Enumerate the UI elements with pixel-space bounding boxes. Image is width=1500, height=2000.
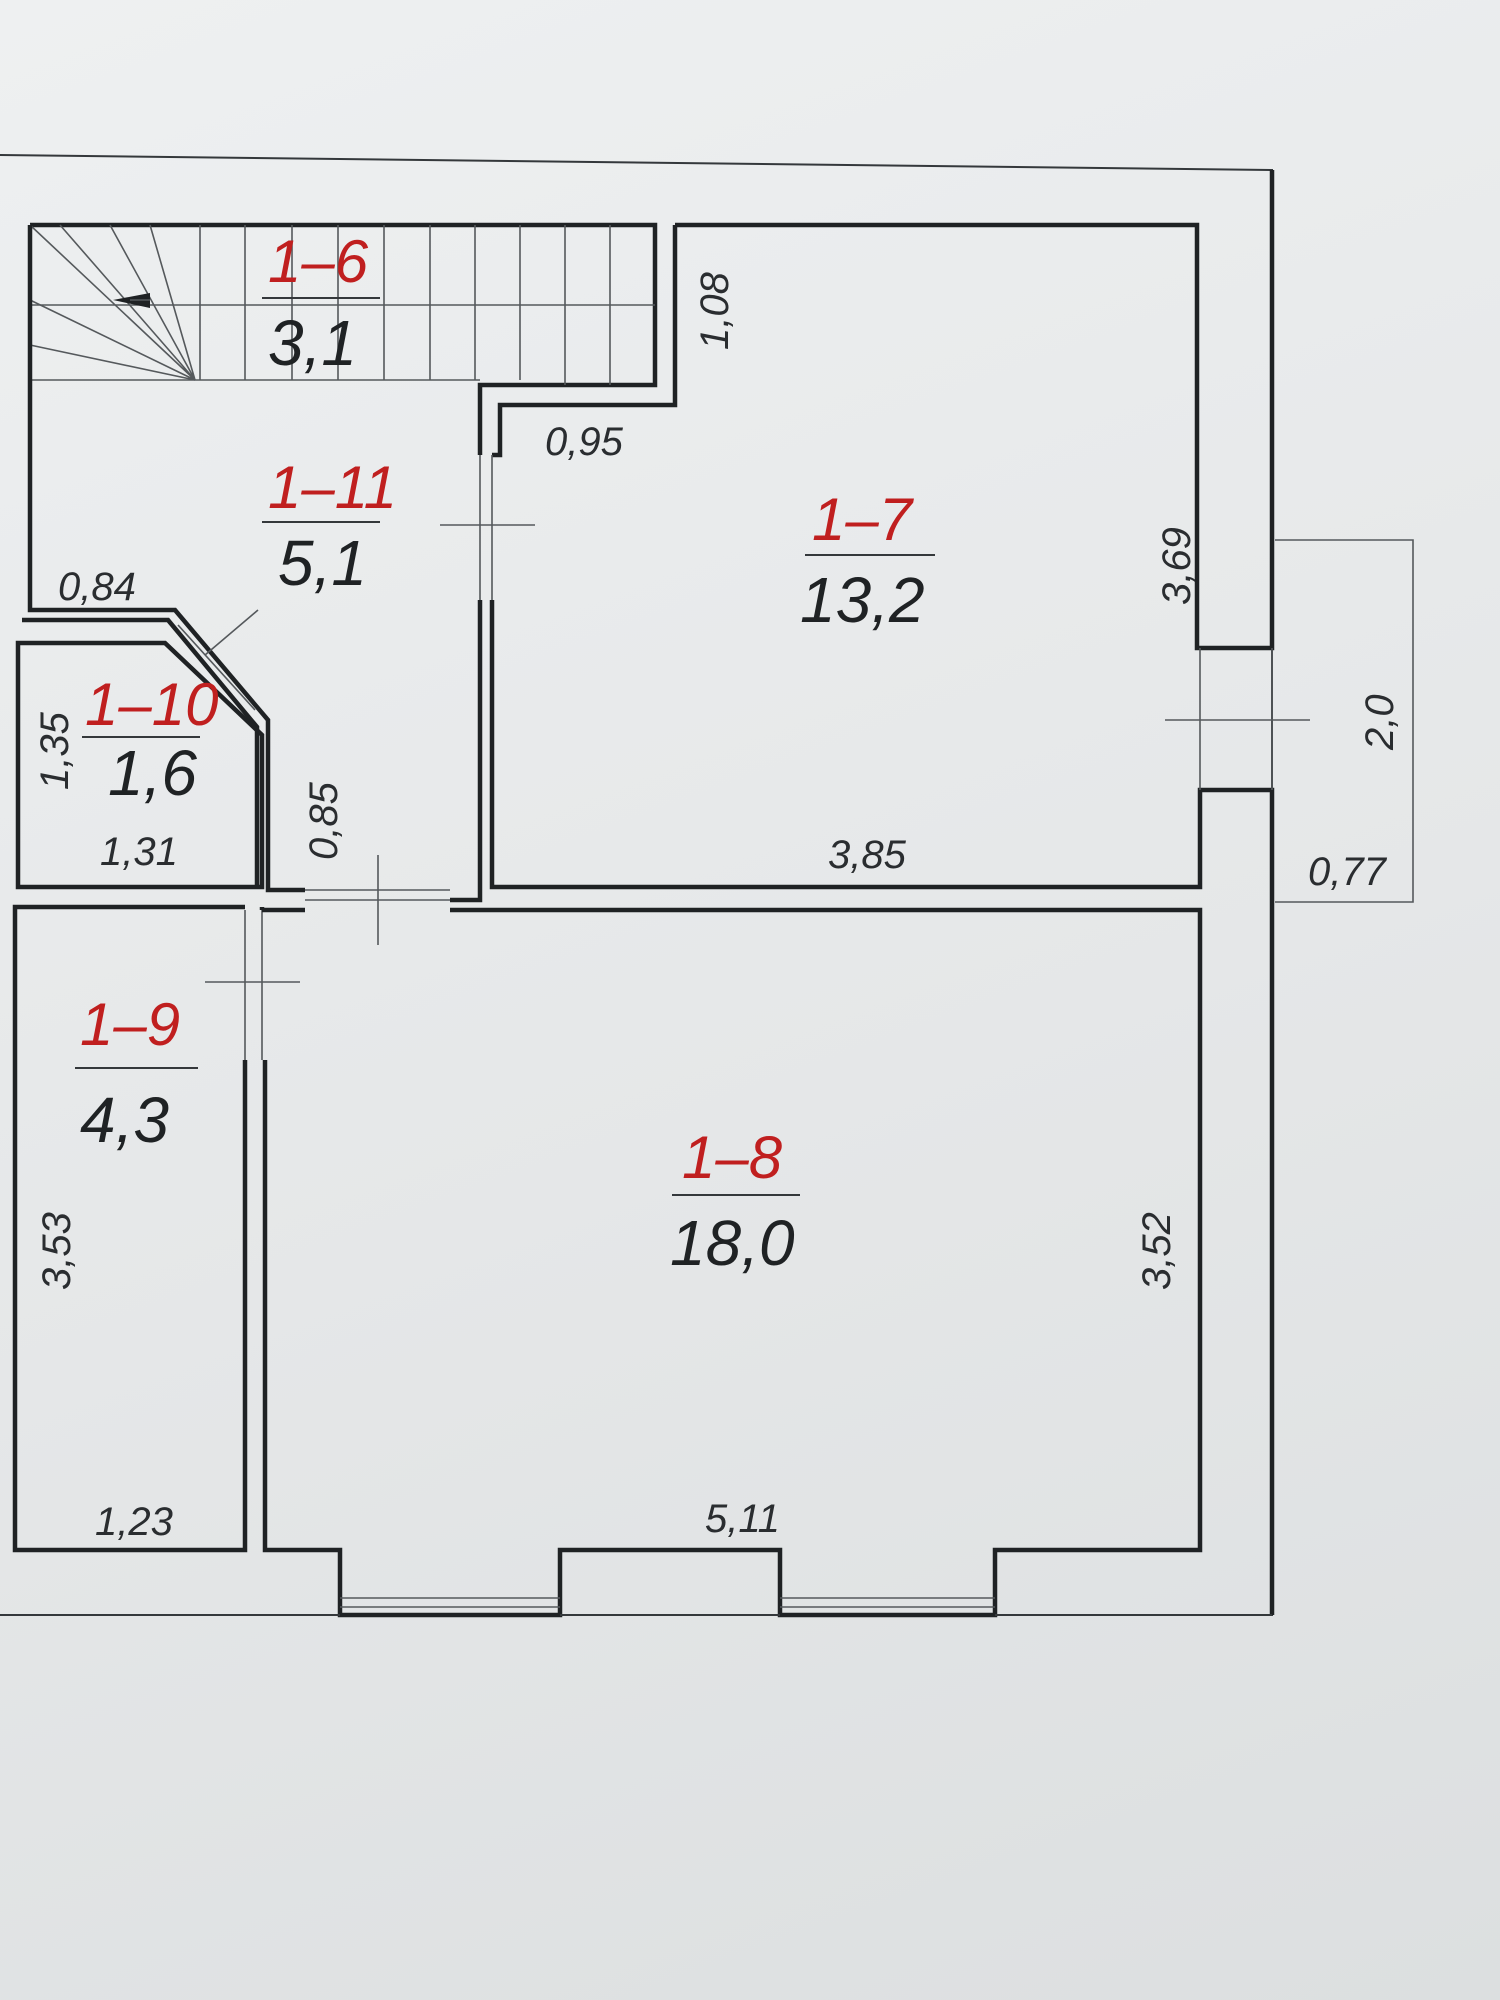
svg-text:1–7: 1–7: [812, 486, 915, 553]
svg-text:1,6: 1,6: [108, 737, 197, 809]
room-label-1-7: 1–7 13,2: [800, 486, 935, 636]
wall-room-1-7-bottom: [450, 600, 483, 903]
dim-3-53: 3,53: [35, 1212, 79, 1290]
room-label-1-11: 1–11 5,1: [262, 454, 397, 599]
svg-text:18,0: 18,0: [670, 1207, 795, 1279]
svg-text:13,2: 13,2: [800, 564, 925, 636]
dim-0-85: 0,85: [302, 781, 346, 860]
room-label-1-8: 1–8 18,0: [670, 1124, 800, 1279]
balcony-outline: [1275, 539, 1414, 903]
room-label-1-10: 1–10 1,6: [82, 671, 218, 809]
wall-room-1-10: [15, 640, 265, 890]
dim-0-84: 0,84: [58, 565, 136, 609]
dim-2-0: 2,0: [1358, 694, 1402, 751]
dim-1-23: 1,23: [95, 1500, 173, 1544]
room-label-1-9: 1–9 4,3: [75, 991, 198, 1156]
svg-text:1–10: 1–10: [85, 671, 218, 738]
wall-room-1-7-left: [489, 600, 1275, 1615]
door-1-9: [205, 910, 300, 1060]
wall-room-1-9: [12, 904, 248, 1553]
svg-text:5,1: 5,1: [278, 527, 367, 599]
wall-room-1-7-inner: [492, 225, 678, 458]
door-1-11-1-7: [440, 455, 535, 600]
svg-text:3,1: 3,1: [268, 307, 357, 379]
window-right: [780, 1597, 995, 1608]
door-swing-1-10: [177, 609, 259, 711]
dim-1-08: 1,08: [693, 271, 737, 350]
dim-0-95: 0,95: [545, 420, 624, 464]
wall-corridor-left-inner: [22, 617, 260, 885]
staircase: [29, 222, 658, 455]
svg-text:4,3: 4,3: [80, 1084, 169, 1156]
dim-3-52: 3,52: [1135, 1212, 1179, 1290]
dim-1-31: 1,31: [100, 830, 178, 874]
window-left: [340, 1597, 560, 1608]
dim-3-69: 3,69: [1155, 527, 1199, 605]
dim-0-77: 0,77: [1308, 850, 1388, 894]
wall-room-1-8: [262, 907, 1203, 1618]
wall-corridor-left: [27, 225, 305, 893]
svg-text:1–6: 1–6: [268, 228, 369, 295]
room-label-1-6: 1–6 3,1: [262, 228, 380, 379]
svg-text:1–11: 1–11: [268, 454, 397, 521]
svg-text:1–8: 1–8: [682, 1124, 783, 1191]
svg-text:1–9: 1–9: [80, 991, 180, 1058]
dim-1-35: 1,35: [33, 711, 77, 790]
dim-3-85: 3,85: [828, 833, 907, 877]
dim-5-11: 5,11: [705, 1497, 780, 1541]
door-balcony: [1165, 648, 1310, 790]
door-1-11-1-8: [305, 855, 450, 945]
wall-room-1-7: [675, 170, 1275, 651]
